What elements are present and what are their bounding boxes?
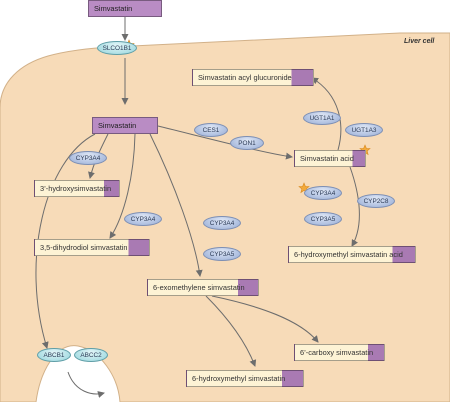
arrow-efflux-out (67, 371, 105, 398)
arrow-acid-to-hm-acid (349, 166, 360, 247)
cyp3a5-enzyme-acid: CYP3A5 (304, 212, 342, 226)
hydroxymethyl-simvastatin-box: 6-hydroxymethyl simvastatin (186, 370, 304, 387)
ugt1a3-enzyme: UGT1A3 (345, 123, 383, 137)
cyp3a5-enzyme-exomethylene: CYP3A5 (203, 247, 241, 261)
arrow-acid-to-glucuronide (311, 77, 342, 151)
cyp3a4-enzyme-exomethylene: CYP3A4 (203, 216, 241, 230)
acyl-glucuronide-box: Simvastatin acyl glucuronide (192, 69, 314, 86)
cyp3a4-enzyme-3-hydroxy: CYP3A4 (69, 151, 107, 165)
arrow-to-dihydrodiol (109, 133, 136, 239)
simvastatin-box: Simvastatin (92, 117, 158, 134)
cyp3a4-enzyme-acid: CYP3A4 (304, 186, 342, 200)
simvastatin-acid-box: Simvastatin acid (294, 150, 366, 167)
ugt1a1-enzyme: UGT1A1 (303, 111, 341, 125)
simvastatin-extracellular-box: Simvastatin (88, 0, 162, 17)
dihydrodiol-simvastatin-box: 3,5-dihydrodiol simvastatin (34, 239, 150, 256)
carboxy-simvastatin-box: 6’-carboxy simvastatin (294, 344, 385, 361)
cyp3a4-enzyme-dihydrodiol: CYP3A4 (124, 212, 162, 226)
arrow-to-carboxy (211, 295, 319, 343)
3-hydroxysimvastatin-box: 3’-hydroxysimvastatin (34, 180, 120, 197)
abcb1-transporter: ABCB1 (37, 348, 71, 362)
slco1b1-transporter: SLCO1B1 (97, 41, 137, 55)
pon1-enzyme: PON1 (230, 136, 264, 150)
exomethylene-simvastatin-box: 6-exomethylene simvastatin (147, 279, 259, 296)
cyp2c8-enzyme: CYP2C8 (357, 194, 395, 208)
reaction-arrows (35, 16, 360, 398)
arrow-to-hm-simvastatin (205, 295, 257, 367)
ces1-enzyme: CES1 (194, 123, 228, 137)
arrow-abc-efflux (35, 133, 96, 349)
arrow-to-exomethylene (149, 133, 203, 277)
abcc2-transporter: ABCC2 (74, 348, 108, 362)
cell-label: Liver cell (404, 38, 435, 45)
hydroxymethyl-simvastatin-acid-box: 6-hydroxymethyl simvastatin acid (288, 246, 416, 263)
